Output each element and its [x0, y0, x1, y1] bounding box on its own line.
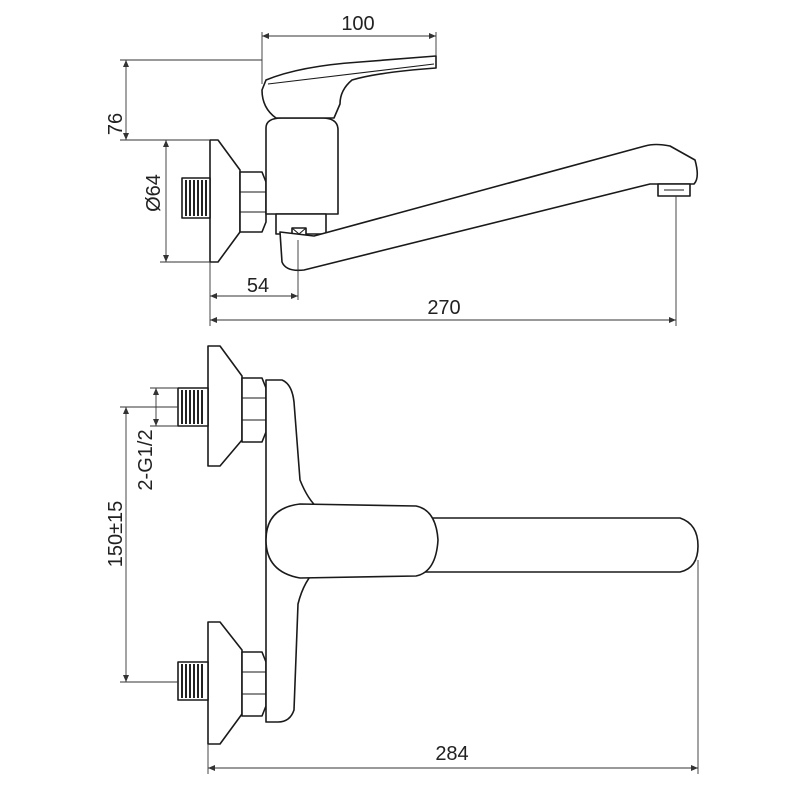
dim-handle-height: 76 — [105, 59, 262, 141]
dim-spout-reach-label: 270 — [427, 297, 460, 319]
dim-handle-height-label: 76 — [105, 113, 127, 135]
dim-top-width-label: 100 — [341, 13, 374, 35]
side-mixer-body — [265, 117, 339, 215]
dim-flange-diameter-label: Ø64 — [143, 174, 165, 212]
dim-total-length: 284 — [207, 560, 699, 774]
side-wall-flange — [209, 139, 241, 263]
side-thread-marks — [185, 180, 207, 216]
dim-top-width: 100 — [261, 13, 437, 84]
dim-inlet-thread-label: 2-G1/2 — [135, 429, 157, 490]
dim-spout-reach: 270 — [210, 196, 677, 326]
top-lever-handle — [265, 503, 439, 579]
dim-wall-offset: 54 — [209, 240, 299, 326]
top-spout — [419, 517, 699, 573]
dim-inlet-spacing-label: 150±15 — [105, 501, 127, 568]
dim-inlet-spacing: 150±15 — [105, 406, 178, 683]
side-spout — [279, 143, 699, 272]
side-view: 100 76 Ø64 54 270 — [105, 13, 699, 326]
top-lower-thread-marks — [181, 664, 203, 698]
top-lower-hex-nut — [241, 651, 267, 717]
dim-wall-offset-label: 54 — [247, 275, 269, 297]
top-upper-thread-marks — [181, 390, 203, 424]
dim-flange-diameter: Ø64 — [143, 140, 210, 263]
side-hex-nut — [239, 171, 267, 233]
side-lever-handle — [261, 55, 437, 119]
dim-total-length-label: 284 — [435, 743, 468, 765]
top-view: 2-G1/2 150±15 284 — [105, 345, 699, 774]
dim-inlet-thread: 2-G1/2 — [135, 387, 178, 491]
top-upper-hex-nut — [241, 377, 267, 443]
top-lower-flange — [207, 621, 243, 745]
top-upper-flange — [207, 345, 243, 467]
